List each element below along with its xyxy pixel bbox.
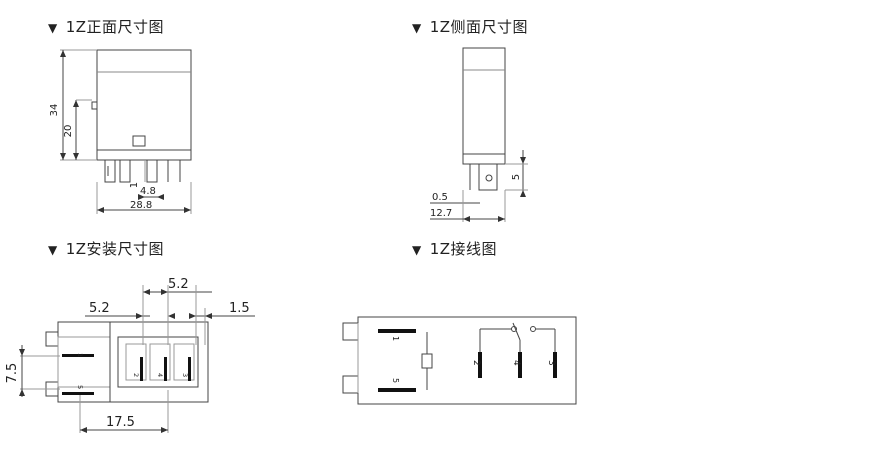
triangle-icon: ▼ xyxy=(48,243,58,257)
dim-17-5: 17.5 xyxy=(106,415,135,430)
dim-5-2-top: 5.2 xyxy=(168,277,189,292)
wiring-title-text: 1Z接线图 xyxy=(429,240,498,258)
wiring-pin-5: 5 xyxy=(391,378,400,383)
mount-pin-1: 1 xyxy=(76,353,84,357)
mount-pin-4: 4 xyxy=(156,373,164,377)
front-title-text: 1Z正面尺寸图 xyxy=(65,18,165,36)
mount-view-title: ▼ 1Z安装尺寸图 xyxy=(48,238,164,259)
triangle-icon: ▼ xyxy=(412,21,422,35)
wiring-pin-4: 4 xyxy=(511,360,521,366)
dim-12-7: 12.7 xyxy=(430,208,452,219)
pin-bars xyxy=(62,329,557,395)
dim-20: 20 xyxy=(63,125,74,138)
mount-pin-5: 5 xyxy=(76,385,84,389)
side-view-title: ▼ 1Z侧面尺寸图 xyxy=(412,16,528,37)
front-view-drawing xyxy=(60,49,192,214)
dim-0-5: 0.5 xyxy=(432,192,448,203)
dim-4-8: 4.8 xyxy=(140,186,156,197)
front-view-title: ▼ 1Z正面尺寸图 xyxy=(48,16,164,37)
dim-28-8: 28.8 xyxy=(130,200,152,211)
dim-1-5: 1.5 xyxy=(229,301,250,316)
wiring-pin-3: 3 xyxy=(546,360,556,366)
triangle-icon: ▼ xyxy=(412,243,422,257)
wiring-pin-2: 2 xyxy=(471,360,481,366)
dim-34: 34 xyxy=(49,104,60,117)
mount-pin-2: 2 xyxy=(132,373,140,377)
dim-1: 1 xyxy=(129,182,140,188)
wiring-diagram xyxy=(342,316,577,405)
mount-view-drawing xyxy=(20,285,255,433)
dim-5: 5 xyxy=(511,174,522,180)
dim-7-5: 7.5 xyxy=(5,363,20,384)
triangle-icon: ▼ xyxy=(48,21,58,35)
mount-pin-3: 3 xyxy=(181,373,189,377)
wiring-pin-1: 1 xyxy=(391,336,400,341)
wiring-view-title: ▼ 1Z接线图 xyxy=(412,238,497,259)
mount-title-text: 1Z安装尺寸图 xyxy=(65,240,165,258)
dim-5-2-left: 5.2 xyxy=(89,301,110,316)
side-title-text: 1Z侧面尺寸图 xyxy=(429,18,529,36)
dimension-arrows xyxy=(19,50,526,433)
